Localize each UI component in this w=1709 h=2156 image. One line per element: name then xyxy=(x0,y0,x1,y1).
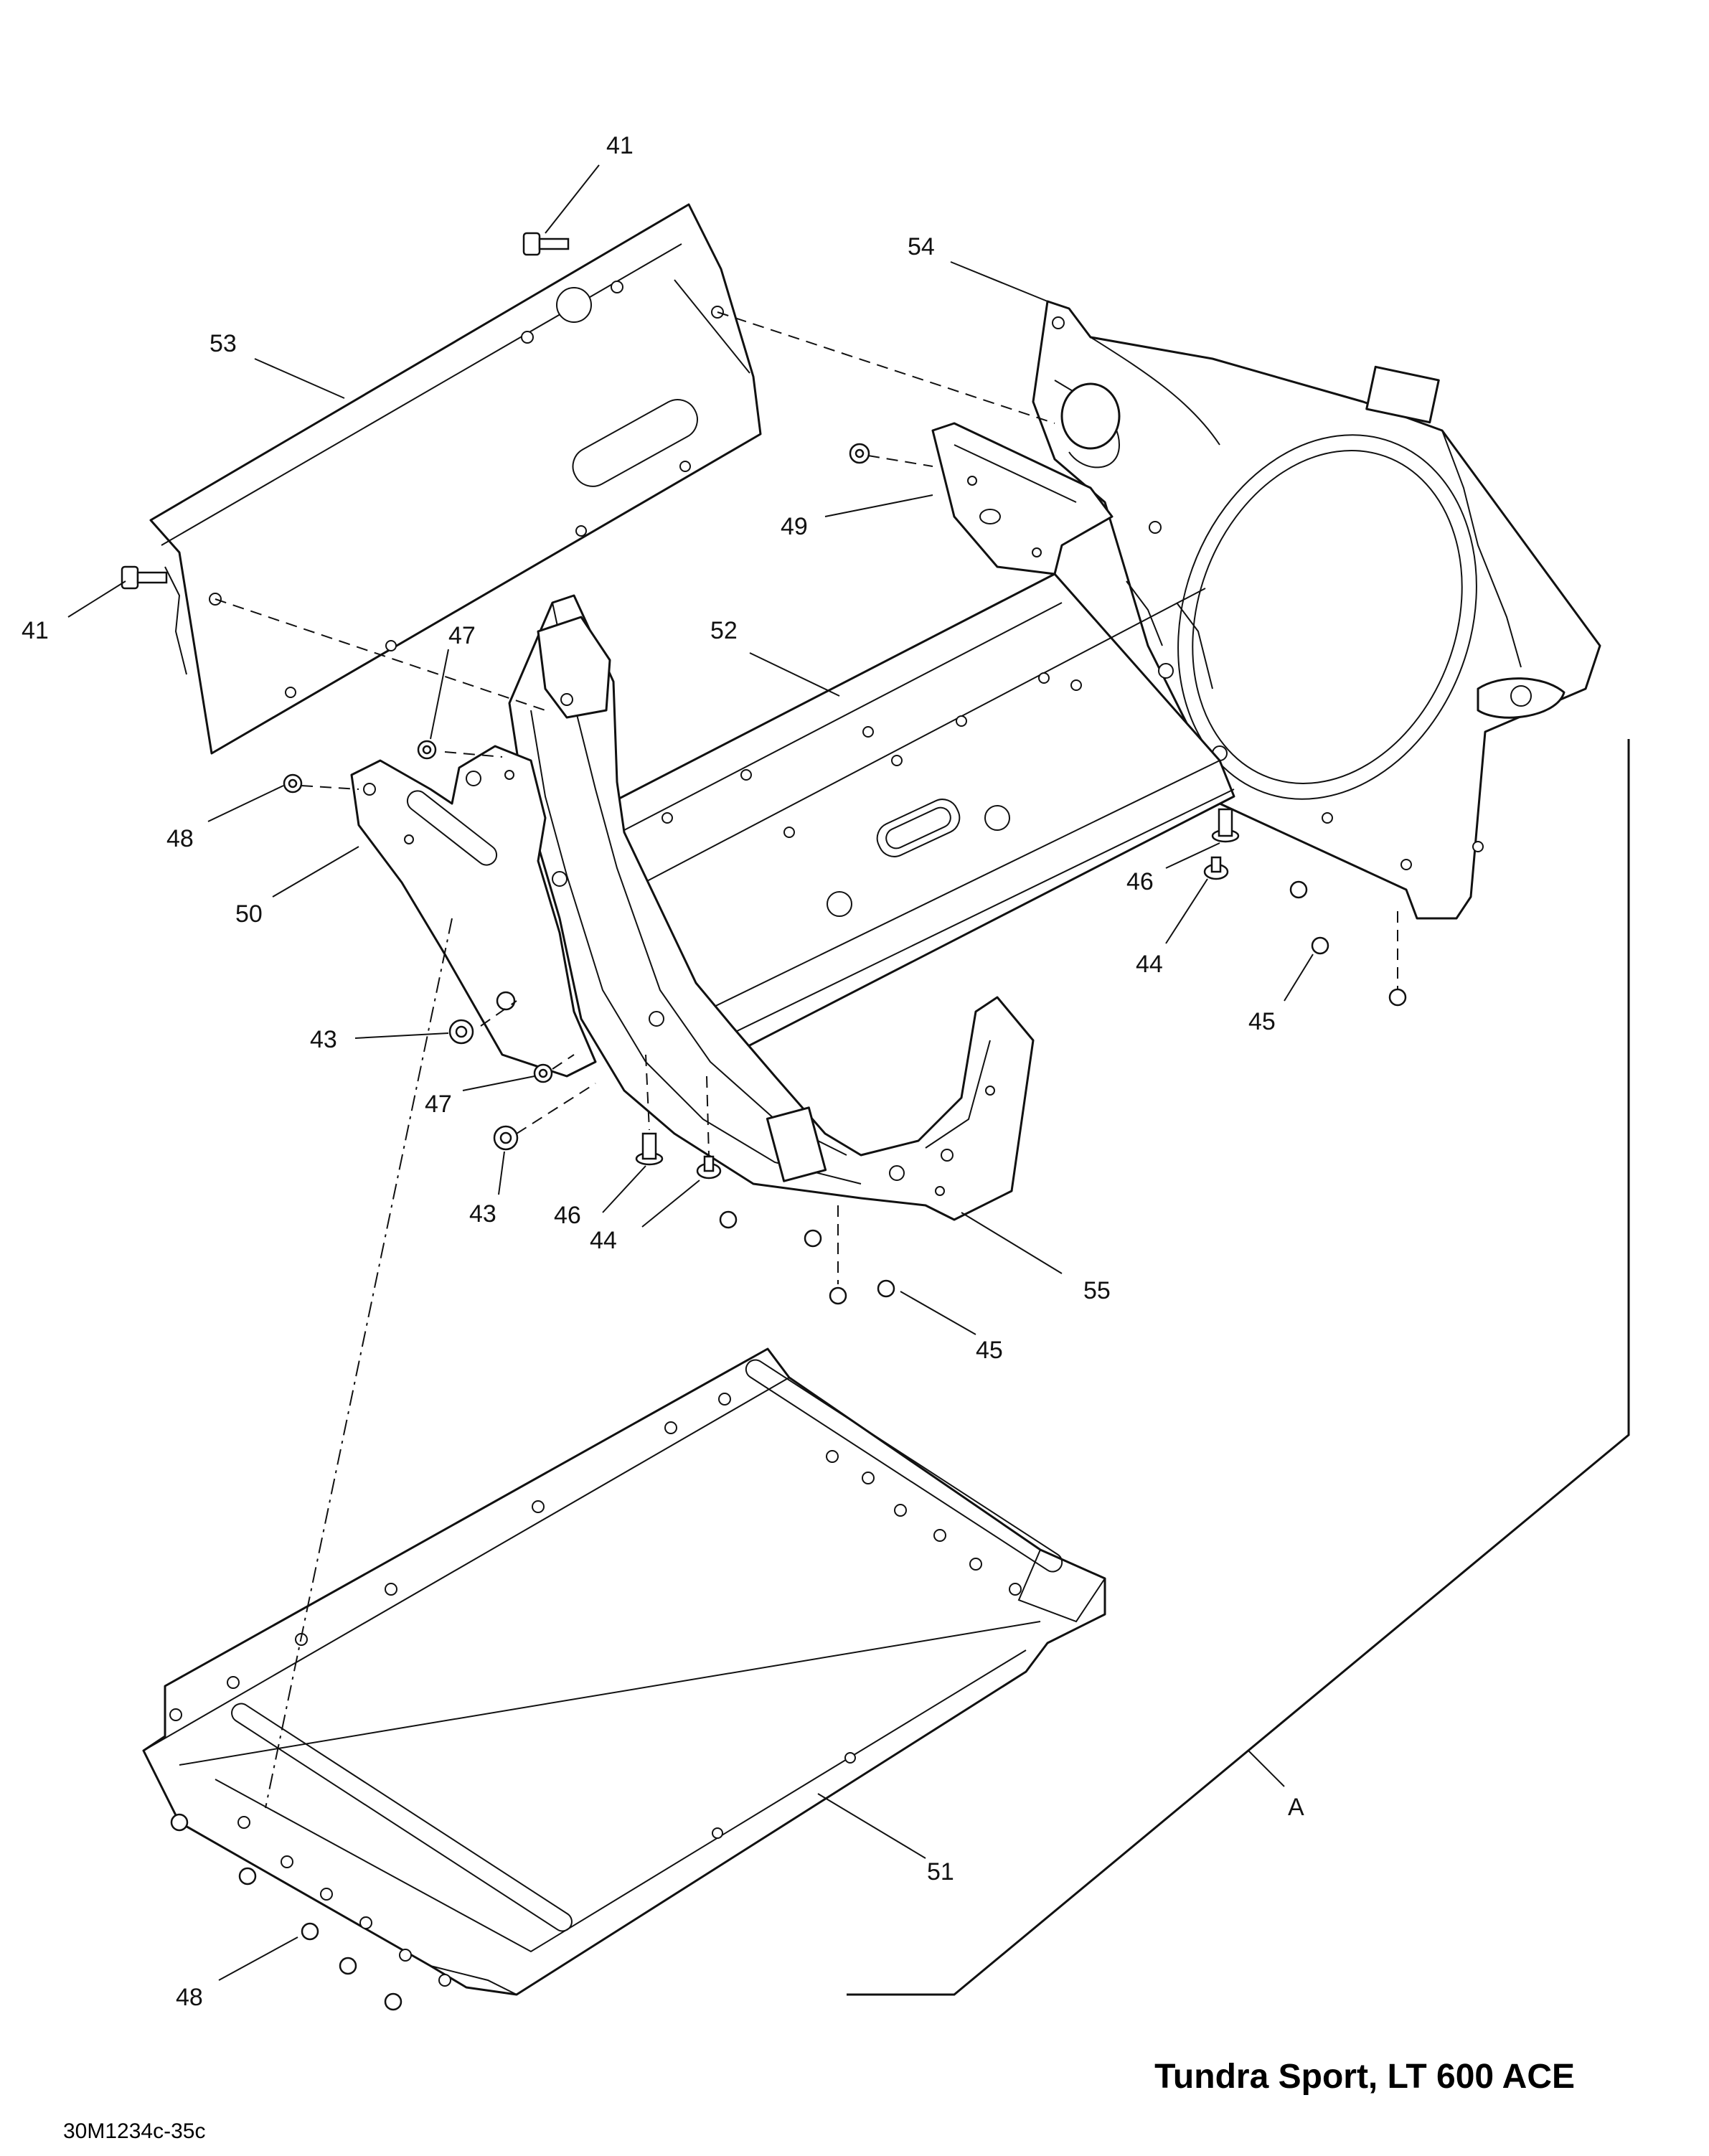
rivet-44-left xyxy=(696,1155,722,1180)
callout-44-right: 44 xyxy=(1136,951,1163,978)
nut-49 xyxy=(849,443,870,464)
callout-43-lower: 43 xyxy=(469,1200,496,1228)
callout-47-upper: 47 xyxy=(448,622,476,649)
nut-48-upper xyxy=(283,773,303,794)
stud-46-right xyxy=(1211,808,1240,843)
callout-53: 53 xyxy=(209,330,237,357)
diagram-title: Tundra Sport, LT 600 ACE xyxy=(1154,2058,1575,2096)
callout-54: 54 xyxy=(908,233,935,260)
callout-48-lower: 48 xyxy=(176,1984,203,2011)
assembly-lines xyxy=(215,311,1398,1809)
callout-50: 50 xyxy=(235,900,263,928)
document-id: 30M1234c-35c xyxy=(63,2119,205,2143)
bolt-41-top xyxy=(522,232,570,256)
callout-44-left: 44 xyxy=(590,1227,617,1254)
nut-47-lower xyxy=(533,1063,553,1083)
callout-45-left: 45 xyxy=(976,1337,1003,1364)
bolt-41-left xyxy=(121,565,168,590)
hardware xyxy=(121,232,1407,2011)
callout-43-upper: 43 xyxy=(310,1026,337,1053)
leader-lines xyxy=(67,164,1314,1981)
callout-48-upper: 48 xyxy=(166,825,194,852)
callout-labels: 41 41 53 54 49 52 47 48 50 46 44 45 43 4… xyxy=(22,132,1276,2011)
part-54-bulkhead xyxy=(1032,300,1601,920)
nut-43-upper xyxy=(448,991,516,1045)
view-marker-a: A xyxy=(1288,1794,1304,1821)
rivet-44-right xyxy=(1203,856,1229,880)
nut-43-lower xyxy=(493,1125,519,1151)
part-51-skid-plate xyxy=(142,1347,1106,1996)
nut-47-upper xyxy=(417,740,437,760)
callout-47-lower: 47 xyxy=(425,1091,452,1118)
callout-45-right: 45 xyxy=(1248,1008,1276,1035)
callout-52: 52 xyxy=(710,617,738,644)
view-a-boundary: A xyxy=(847,739,1630,1996)
part-53-panel xyxy=(149,203,762,755)
nut-45-group-left xyxy=(719,1210,895,1305)
callout-51: 51 xyxy=(927,1858,954,1886)
part-49-bracket xyxy=(931,422,1114,575)
part-52-tunnel xyxy=(594,573,1235,1063)
stud-46-left xyxy=(635,1132,664,1166)
callout-41-left: 41 xyxy=(22,617,49,644)
callout-46-left: 46 xyxy=(554,1202,581,1229)
nut-48-group-lower xyxy=(170,1813,402,2011)
nut-45-group-right xyxy=(1289,880,1407,1007)
callout-46-right: 46 xyxy=(1126,868,1154,895)
callout-41-top: 41 xyxy=(606,132,634,159)
callout-55: 55 xyxy=(1083,1277,1111,1304)
part-50-side-plate xyxy=(350,745,597,1078)
part-55-frame xyxy=(508,594,1035,1221)
callout-49: 49 xyxy=(781,513,808,540)
